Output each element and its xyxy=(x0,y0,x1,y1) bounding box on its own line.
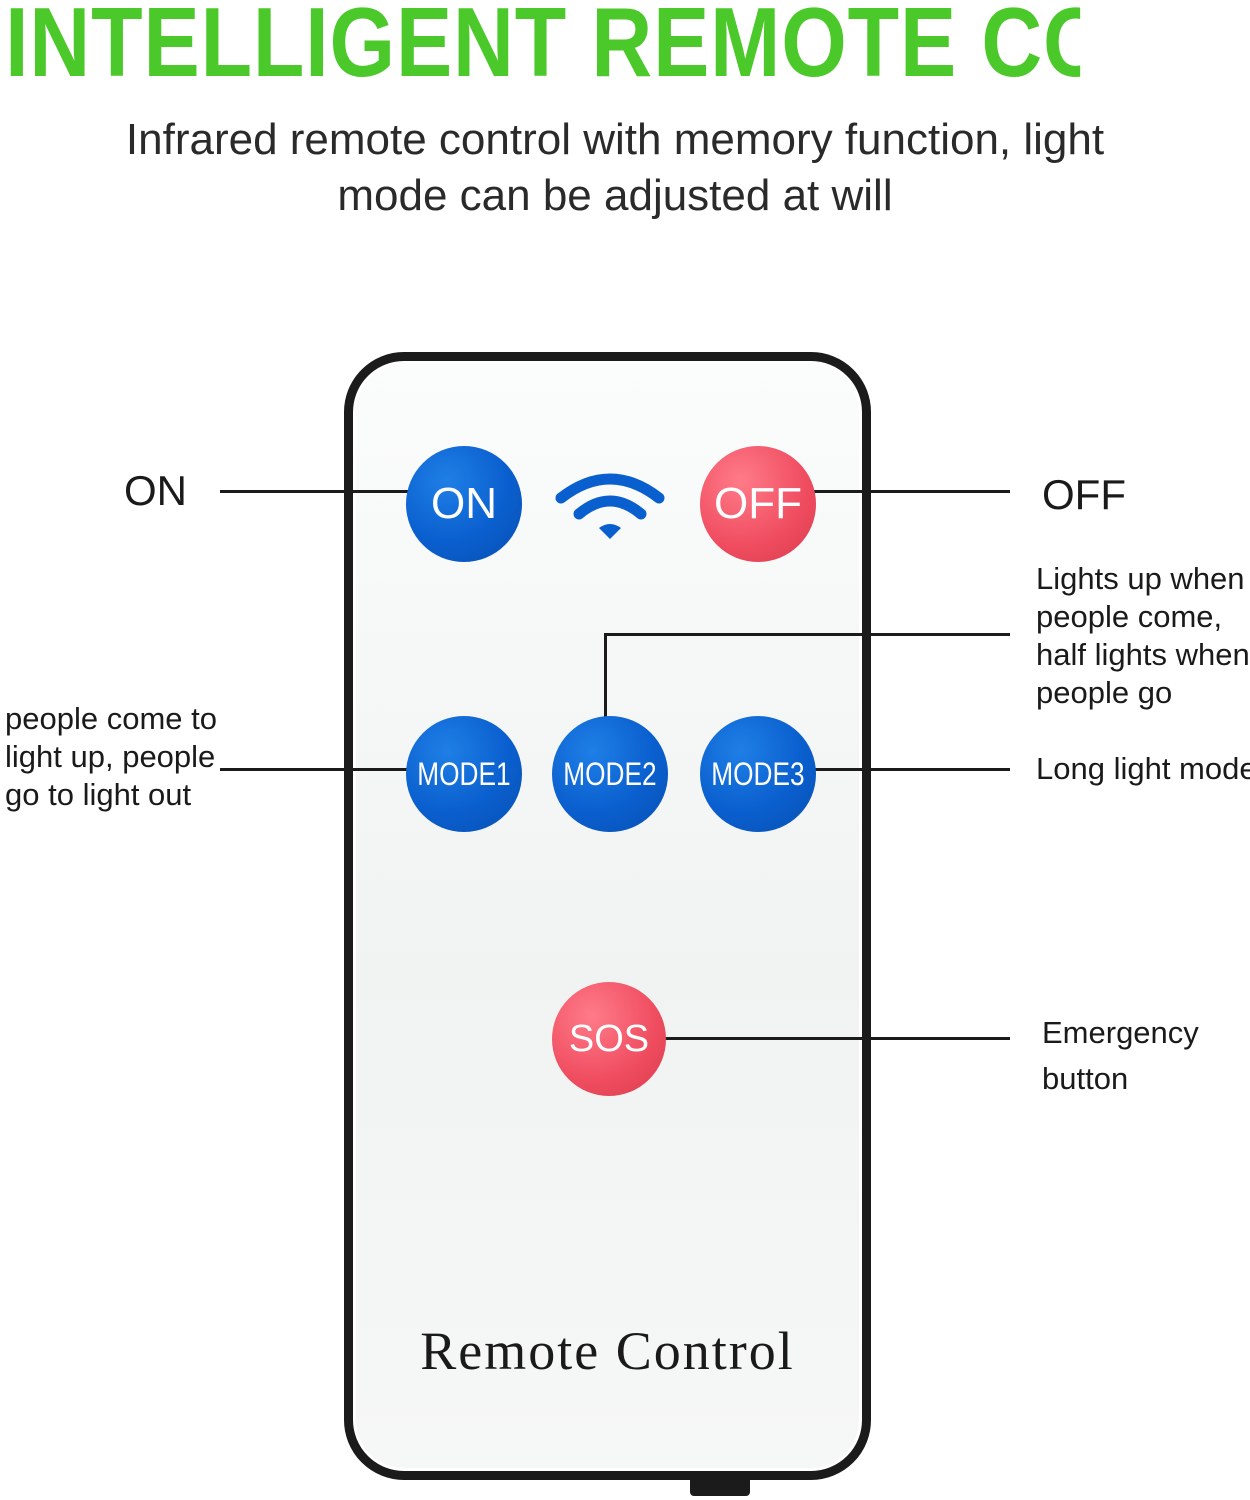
mode3-button-label: MODE3 xyxy=(711,755,805,792)
mode3-callout: Long light mode xyxy=(1036,750,1250,794)
mode2-callout-line-3: half lights when xyxy=(1036,637,1250,672)
mode1-button[interactable]: MODE1 xyxy=(406,716,522,832)
mode1-callout-line-3: go to light out xyxy=(5,777,192,812)
on-button[interactable]: ON xyxy=(406,446,522,562)
page-title: INTELLIGENT REMOTE CONTROL xyxy=(5,0,1080,92)
sos-button-label: SOS xyxy=(568,1017,650,1060)
mode2-callout-line-2: people come, xyxy=(1036,599,1223,634)
leader-line-off xyxy=(800,490,1010,493)
off-button-label: OFF xyxy=(714,479,802,528)
off-callout: OFF xyxy=(1042,471,1126,518)
mode1-callout-line-1: people come to xyxy=(5,701,217,736)
mode2-callout: Lights up when people come, half lights … xyxy=(1036,560,1250,720)
leader-line-sos xyxy=(655,1037,1010,1040)
subtitle-line-2: mode can be adjusted at will xyxy=(337,171,893,220)
mode3-callout-text: Long light mode xyxy=(1036,751,1250,786)
mode2-callout-line-4: people go xyxy=(1036,675,1173,710)
sos-callout: Emergency button xyxy=(1042,1010,1199,1102)
remote-battery-tab xyxy=(690,1478,750,1496)
on-button-label: ON xyxy=(431,479,497,528)
sos-button[interactable]: SOS xyxy=(552,982,666,1096)
page-subtitle: Infrared remote control with memory func… xyxy=(60,112,1170,224)
leader-line-mode2-vertical xyxy=(604,633,607,723)
leader-line-mode2-horizontal xyxy=(604,633,1010,636)
leader-line-mode1 xyxy=(220,768,420,771)
mode3-button[interactable]: MODE3 xyxy=(700,716,816,832)
sos-callout-line-1: Emergency xyxy=(1042,1015,1199,1050)
wifi-icon xyxy=(555,468,665,542)
mode2-callout-line-1: Lights up when xyxy=(1036,561,1245,596)
leader-line-on xyxy=(220,490,420,493)
mode1-callout: people come to light up, people go to li… xyxy=(0,700,225,840)
subtitle-line-1: Infrared remote control with memory func… xyxy=(125,115,1105,164)
mode1-callout-line-2: light up, people xyxy=(5,739,216,774)
mode1-button-label: MODE1 xyxy=(417,755,511,792)
mode2-button[interactable]: MODE2 xyxy=(552,716,668,832)
mode2-button-label: MODE2 xyxy=(563,755,657,792)
off-button[interactable]: OFF xyxy=(700,446,816,562)
on-callout: ON xyxy=(124,467,187,514)
sos-callout-line-2: button xyxy=(1042,1061,1129,1096)
leader-line-mode3 xyxy=(800,768,1010,771)
remote-title: Remote Control xyxy=(420,1321,795,1381)
